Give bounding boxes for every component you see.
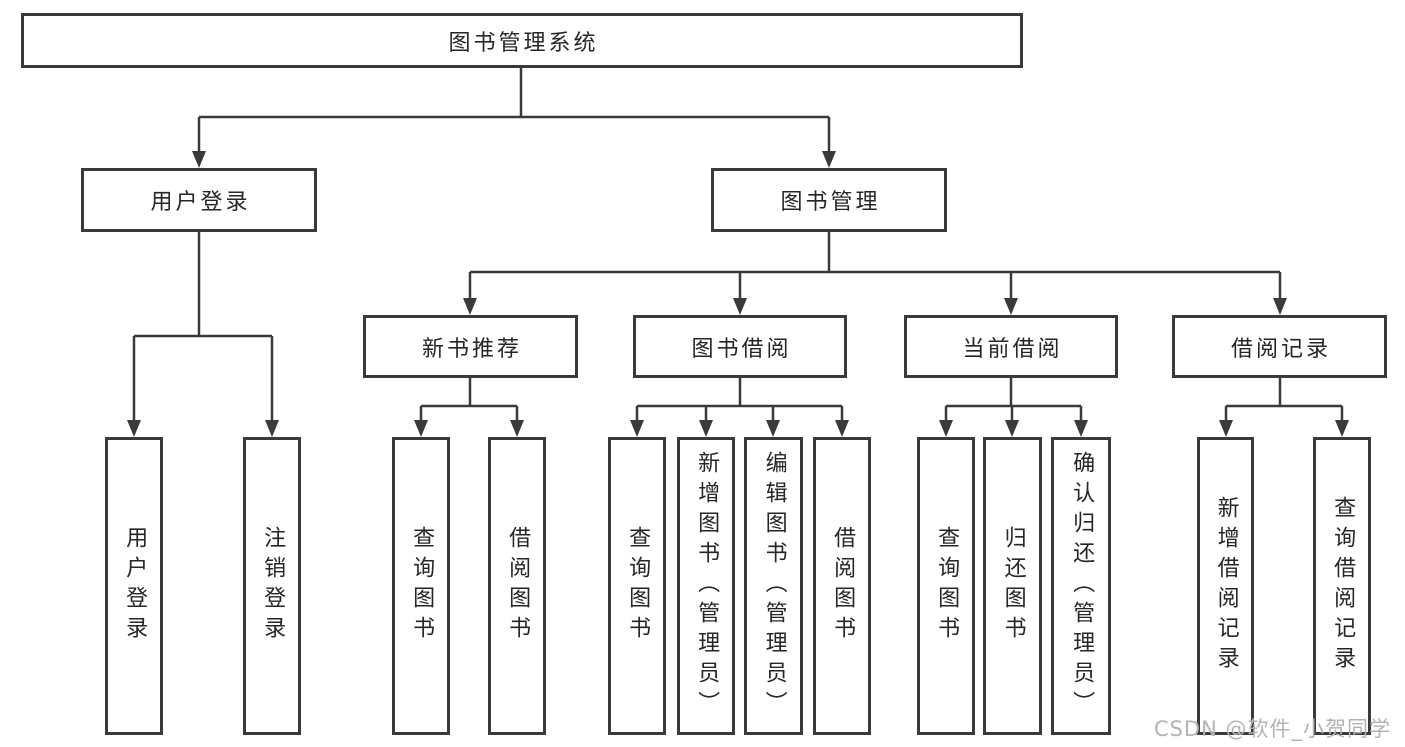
node-current-borrow-label: 当前借阅 [962, 336, 1063, 362]
node-user-login: 用户登录 [81, 168, 317, 232]
node-borrow-records: 借阅记录 [1172, 315, 1387, 378]
leaf-logout-login-label: 注销登录 [260, 526, 286, 646]
leaf-current-query-books: 查询图书 [917, 437, 975, 735]
leaf-borrow-borrow-books-label: 借阅图书 [830, 526, 856, 646]
leaf-borrow-add-books-admin: 新增图书（管理员） [677, 437, 735, 735]
leaf-borrow-borrow-books: 借阅图书 [813, 437, 871, 735]
leaf-current-return-books: 归还图书 [983, 437, 1042, 735]
leaf-records-add-record-label: 新增借阅记录 [1213, 496, 1239, 676]
leaf-user-login: 用户登录 [105, 437, 163, 735]
node-borrow-records-label: 借阅记录 [1230, 336, 1331, 362]
leaf-borrow-edit-books-admin-label: 编辑图书（管理员） [761, 451, 787, 721]
node-book-management: 图书管理 [711, 168, 947, 232]
leaf-newbook-query-books: 查询图书 [392, 437, 450, 735]
node-root: 图书管理系统 [21, 13, 1023, 68]
node-user-login-label: 用户登录 [150, 190, 251, 215]
node-new-book-recommend-label: 新书推荐 [421, 336, 522, 362]
leaf-newbook-query-books-label: 查询图书 [409, 526, 435, 646]
leaf-borrow-query-books-label: 查询图书 [625, 526, 651, 646]
leaf-borrow-query-books: 查询图书 [608, 437, 666, 735]
leaf-logout-login: 注销登录 [243, 437, 301, 735]
node-root-label: 图书管理系统 [448, 30, 599, 56]
leaf-records-add-record: 新增借阅记录 [1197, 437, 1254, 735]
watermark: CSDN @软件_小贺同学 [1153, 717, 1391, 741]
leaf-current-confirm-return-admin-label: 确认归还（管理员） [1069, 451, 1095, 721]
connector-paths [132, 68, 1344, 421]
node-book-borrow-label: 图书借阅 [691, 336, 792, 362]
leaf-newbook-borrow-books: 借阅图书 [488, 437, 546, 735]
leaf-records-query-record-label: 查询借阅记录 [1330, 496, 1356, 676]
leaf-current-return-books-label: 归还图书 [1000, 526, 1026, 646]
leaf-borrow-add-books-admin-label: 新增图书（管理员） [694, 451, 720, 721]
arrowheads [127, 151, 1349, 437]
leaf-user-login-label: 用户登录 [122, 526, 148, 646]
leaf-newbook-borrow-books-label: 借阅图书 [505, 526, 531, 646]
leaf-current-query-books-label: 查询图书 [934, 526, 960, 646]
node-current-borrow: 当前借阅 [904, 315, 1118, 378]
node-book-borrow: 图书借阅 [633, 315, 847, 378]
leaf-current-confirm-return-admin: 确认归还（管理员） [1051, 437, 1111, 735]
node-book-management-label: 图书管理 [780, 190, 881, 215]
leaf-borrow-edit-books-admin: 编辑图书（管理员） [744, 437, 803, 735]
node-new-book-recommend: 新书推荐 [363, 315, 578, 378]
leaf-records-query-record: 查询借阅记录 [1313, 437, 1371, 735]
